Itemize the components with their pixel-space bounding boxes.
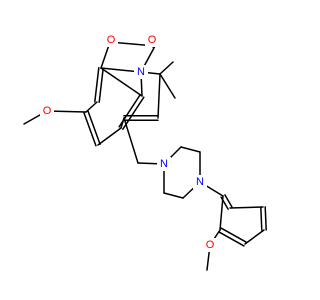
double-bond-line (264, 206, 267, 231)
atom-label-background (134, 65, 148, 79)
single-bond (123, 117, 139, 164)
atom-symbol: N (160, 158, 168, 170)
atom-symbol: N (137, 66, 145, 78)
molecule-structure: O O N O N N O (23, 33, 267, 271)
single-bond (244, 229, 265, 245)
atom-o1: O (104, 33, 118, 47)
single-bond (180, 146, 201, 153)
single-bond (219, 195, 224, 231)
double-bond-line (218, 231, 245, 247)
atom-symbol: O (43, 105, 52, 117)
single-bond (163, 192, 184, 199)
atom-symbol: O (206, 239, 215, 251)
atom-label-background (157, 157, 171, 171)
single-bond (97, 127, 122, 146)
double-bond-line (83, 112, 97, 147)
atom-o4: O (203, 238, 217, 252)
atom-symbol: N (196, 176, 204, 188)
single-bond (159, 61, 174, 75)
single-bond (100, 67, 143, 97)
atom-n3: N (193, 175, 207, 189)
double-bond-line (98, 67, 104, 104)
single-bond (85, 101, 98, 113)
atom-symbol: O (148, 34, 157, 46)
atom-o3: O (40, 104, 54, 118)
atom-label-background (40, 104, 54, 118)
atom-label-background (203, 238, 217, 252)
single-bond (229, 206, 264, 209)
atom-n2: N (157, 157, 171, 171)
atom-label-layer: O O N O N N O (40, 33, 217, 252)
double-bond-line (87, 110, 101, 145)
double-bond-line (260, 206, 263, 231)
atom-label-background (193, 175, 207, 189)
atom-label-background (104, 33, 118, 47)
double-bond-line (94, 66, 100, 103)
single-bond (157, 73, 161, 119)
atom-symbol: O (107, 34, 116, 46)
atom-n1: N (134, 65, 148, 79)
double-bond-line (220, 227, 247, 243)
atom-o2: O (145, 33, 159, 47)
double-bond-line (224, 194, 233, 208)
bond-layer (23, 38, 267, 271)
atom-label-background (145, 33, 159, 47)
single-bond (159, 73, 176, 99)
